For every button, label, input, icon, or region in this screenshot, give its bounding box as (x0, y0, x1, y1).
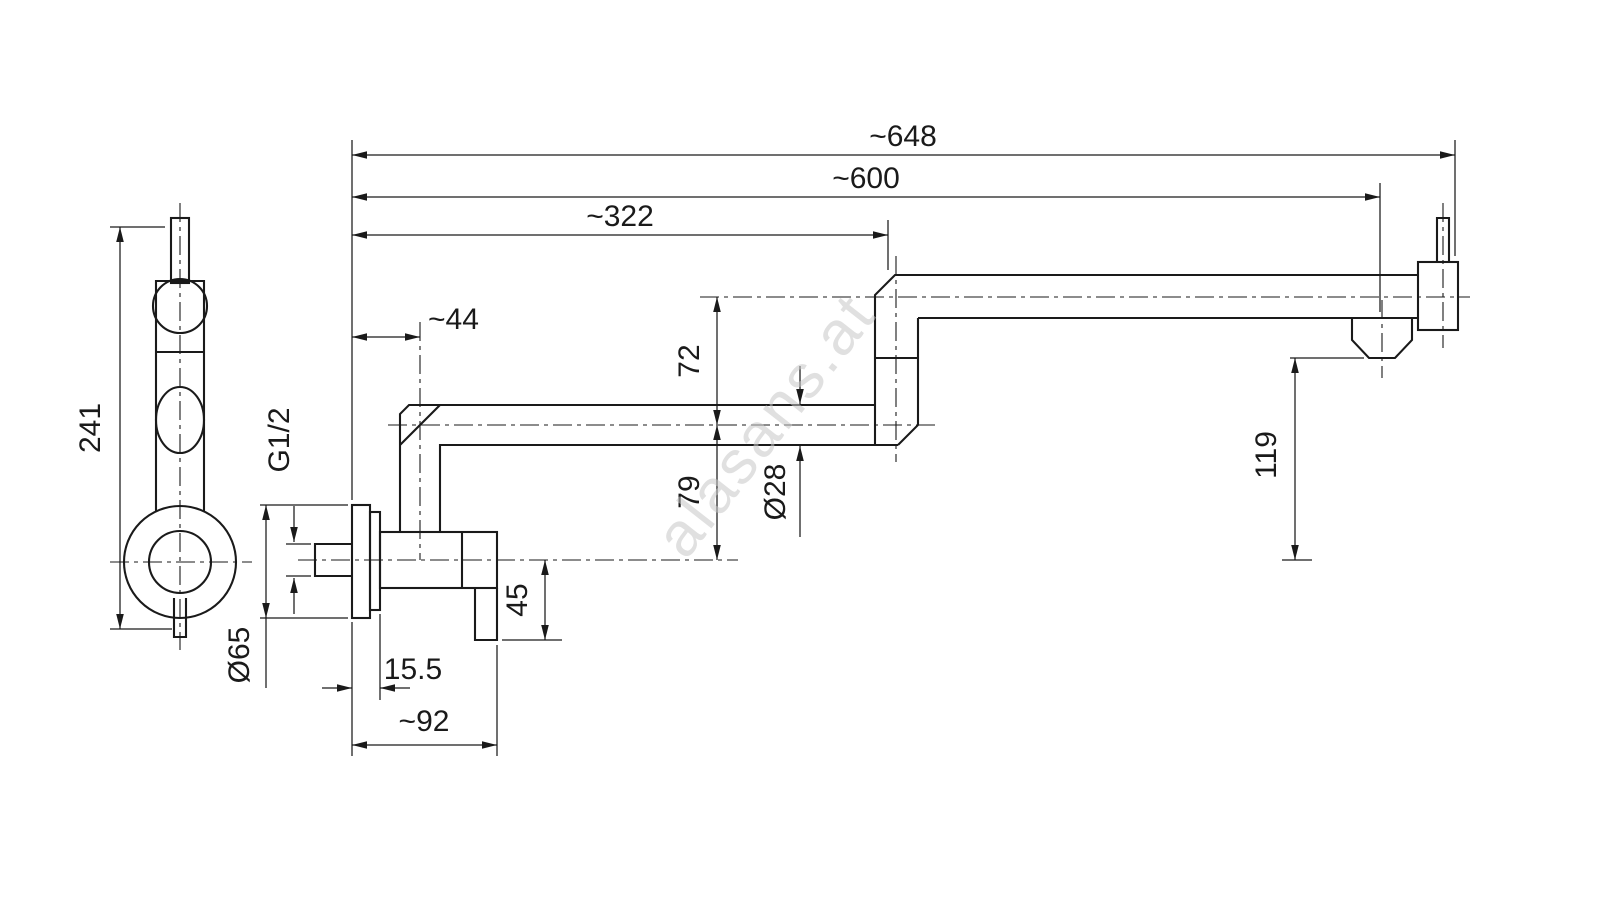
dim-119-extension-lines (1282, 357, 1364, 561)
front-view: 241 (74, 203, 252, 650)
dim-241-label: 241 (74, 403, 107, 453)
dim-600-label: ~600 (832, 162, 900, 195)
dim-648-label: ~648 (869, 120, 937, 153)
dim-44-label: ~44 (428, 303, 479, 336)
dim-322-label: ~322 (586, 200, 654, 233)
dim-119-label: 119 (1250, 431, 1283, 479)
joint-right-edge (897, 318, 920, 446)
dim-65-label: Ø65 (223, 627, 256, 684)
front-swivel-oval (154, 385, 206, 455)
end-handle-stem (1435, 216, 1451, 262)
thread-label: G1/2 (263, 407, 296, 472)
riser-and-arm1-bottom-edge (438, 443, 898, 532)
thread-extension-lines (286, 543, 311, 577)
dimension-annotations: ~648 ~600 ~322 ~44 72 79 Ø28 119 45 G1/2… (223, 120, 1456, 756)
front-body-outline (154, 279, 206, 511)
wall-flange-plate (350, 503, 372, 620)
front-handle-stem (169, 216, 191, 285)
front-wall-flange (122, 504, 238, 620)
front-flange-inner-circle (147, 529, 213, 595)
dim-72-label: 72 (673, 344, 706, 377)
dim-92-extension-lines (351, 622, 498, 756)
inlet-stub (313, 542, 352, 578)
elbow-miter-line (399, 404, 441, 446)
front-lower-stem (172, 598, 188, 639)
end-valve-body (1416, 260, 1460, 332)
flange-ring (368, 510, 382, 612)
dim-65-extension-lines (260, 504, 348, 688)
mount-body (378, 530, 499, 590)
front-top-joint (151, 277, 209, 335)
dim-28-label: Ø28 (759, 464, 792, 521)
dim-79-label: 79 (673, 475, 706, 508)
dim-92-label: ~92 (399, 705, 450, 738)
spout-outlet (1350, 318, 1414, 360)
dim-45-label: 45 (501, 583, 534, 616)
riser-and-arm1-top-edge (398, 403, 875, 532)
down-outlet-stub (473, 588, 499, 642)
joint-left-and-arm2-top-edge (873, 273, 1418, 445)
dim-155-label: 15.5 (384, 653, 442, 686)
dim-241-extension-lines (110, 226, 172, 630)
plan-view (298, 203, 1470, 642)
